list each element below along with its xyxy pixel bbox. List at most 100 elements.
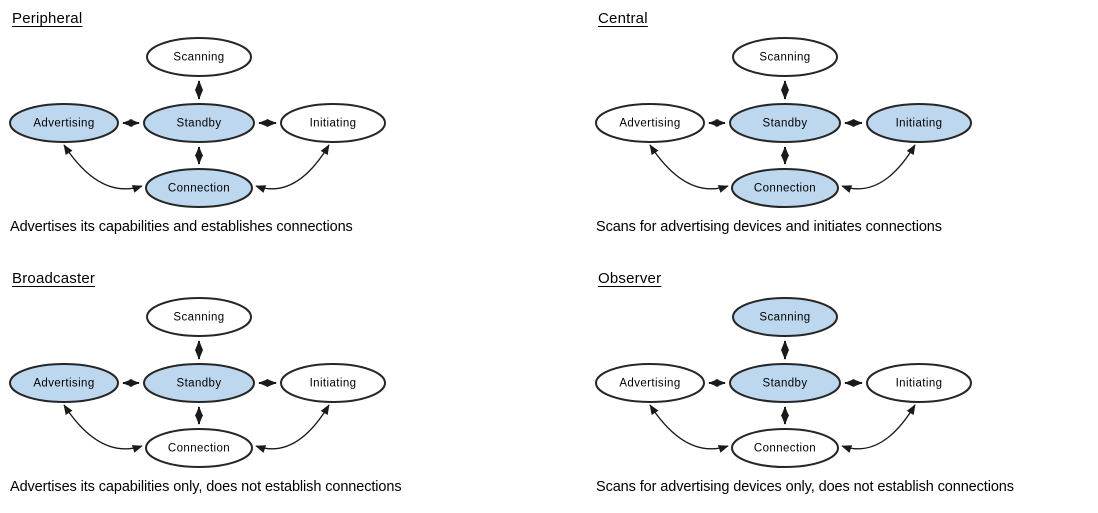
- state-node-scanning[interactable]: Scanning: [732, 297, 838, 337]
- arrowhead-to-advertising: [649, 144, 659, 155]
- arrowhead-to-initiating: [906, 144, 916, 156]
- state-node-standby[interactable]: Standby: [729, 103, 841, 143]
- state-label-connection: Connection: [168, 183, 230, 195]
- arrowhead-to-advertising: [649, 404, 659, 415]
- state-node-standby[interactable]: Standby: [729, 363, 841, 403]
- state-label-standby: Standby: [763, 118, 808, 130]
- arrowhead-to-initiating: [906, 404, 916, 416]
- edge-advertising-connection: [649, 144, 729, 190]
- state-label-initiating: Initiating: [310, 118, 357, 130]
- arrowhead-to-initiating: [266, 378, 277, 388]
- arrowhead-to-connection: [255, 445, 267, 453]
- edge-initiating-connection: [841, 144, 916, 190]
- arrowhead-to-connection: [194, 414, 204, 425]
- state-ellipse-standby: [143, 363, 255, 403]
- arrowhead-to-standby: [194, 89, 204, 100]
- state-ellipse-connection: [731, 168, 839, 208]
- arrowhead-to-scanning: [194, 340, 204, 351]
- edge-initiating-connection: [255, 144, 330, 190]
- arrowhead-to-initiating: [320, 404, 330, 416]
- state-node-advertising[interactable]: Advertising: [9, 363, 119, 403]
- edge-layer: [649, 340, 916, 453]
- arrowhead-to-standby: [780, 349, 790, 360]
- arrowhead-to-standby: [715, 378, 726, 388]
- arrowhead-to-connection: [131, 445, 143, 453]
- arrowhead-to-connection: [780, 414, 790, 425]
- panel-title-central: Central: [598, 10, 648, 27]
- state-ellipse-standby: [143, 103, 255, 143]
- state-ellipse-connection: [145, 168, 253, 208]
- state-ellipse-standby: [729, 103, 841, 143]
- state-label-standby: Standby: [763, 378, 808, 390]
- state-label-connection: Connection: [754, 183, 816, 195]
- state-label-scanning: Scanning: [173, 52, 224, 64]
- state-label-connection: Connection: [168, 443, 230, 455]
- state-node-advertising[interactable]: Advertising: [595, 363, 705, 403]
- state-label-advertising: Advertising: [33, 378, 94, 390]
- state-label-advertising: Advertising: [619, 378, 680, 390]
- arrowhead-to-standby: [780, 89, 790, 100]
- state-node-standby[interactable]: Standby: [143, 103, 255, 143]
- state-label-initiating: Initiating: [310, 378, 357, 390]
- arrowhead-to-standby: [780, 146, 790, 157]
- panel-caption-observer: Scans for advertising devices only, does…: [596, 479, 1014, 495]
- arrowhead-to-standby: [194, 406, 204, 417]
- panel-title-peripheral: Peripheral: [12, 10, 83, 27]
- arrowhead-to-standby: [129, 378, 140, 388]
- arrowhead-to-connection: [780, 154, 790, 165]
- state-node-advertising[interactable]: Advertising: [9, 103, 119, 143]
- arrowhead-to-scanning: [194, 80, 204, 91]
- state-node-initiating[interactable]: Initiating: [280, 103, 386, 143]
- edge-layer: [63, 340, 330, 453]
- arrowhead-to-standby: [715, 118, 726, 128]
- state-node-scanning[interactable]: Scanning: [732, 37, 838, 77]
- state-node-scanning[interactable]: Scanning: [146, 37, 252, 77]
- state-node-connection[interactable]: Connection: [731, 168, 839, 208]
- arrowhead-to-connection: [841, 445, 853, 453]
- edge-initiating-connection: [255, 404, 330, 450]
- edge-advertising-connection: [63, 404, 143, 450]
- state-node-connection[interactable]: Connection: [145, 168, 253, 208]
- edge-layer: [649, 80, 916, 193]
- state-node-connection[interactable]: Connection: [145, 428, 253, 468]
- state-label-advertising: Advertising: [619, 118, 680, 130]
- arrowhead-to-standby: [129, 118, 140, 128]
- arrowhead-to-connection: [194, 154, 204, 165]
- state-ellipse-connection: [731, 428, 839, 468]
- state-ellipse-initiating: [280, 363, 386, 403]
- state-node-initiating[interactable]: Initiating: [280, 363, 386, 403]
- arrowhead-to-connection: [841, 185, 853, 193]
- arrowhead-to-connection: [131, 185, 143, 193]
- state-ellipse-advertising: [595, 363, 705, 403]
- arrowhead-to-initiating: [852, 378, 863, 388]
- state-ellipse-initiating: [280, 103, 386, 143]
- state-node-advertising[interactable]: Advertising: [595, 103, 705, 143]
- arrowhead-to-standby: [194, 349, 204, 360]
- edge-advertising-connection: [63, 144, 143, 190]
- state-label-scanning: Scanning: [759, 312, 810, 324]
- state-node-initiating[interactable]: Initiating: [866, 103, 972, 143]
- state-label-scanning: Scanning: [759, 52, 810, 64]
- edge-layer: [63, 80, 330, 193]
- state-ellipse-scanning: [732, 37, 838, 77]
- state-ellipse-advertising: [9, 103, 119, 143]
- arrowhead-to-advertising: [63, 144, 73, 155]
- edge-initiating-connection: [841, 404, 916, 450]
- state-node-standby[interactable]: Standby: [143, 363, 255, 403]
- state-node-scanning[interactable]: Scanning: [146, 297, 252, 337]
- arrowhead-to-connection: [717, 185, 729, 193]
- state-node-connection[interactable]: Connection: [731, 428, 839, 468]
- state-node-initiating[interactable]: Initiating: [866, 363, 972, 403]
